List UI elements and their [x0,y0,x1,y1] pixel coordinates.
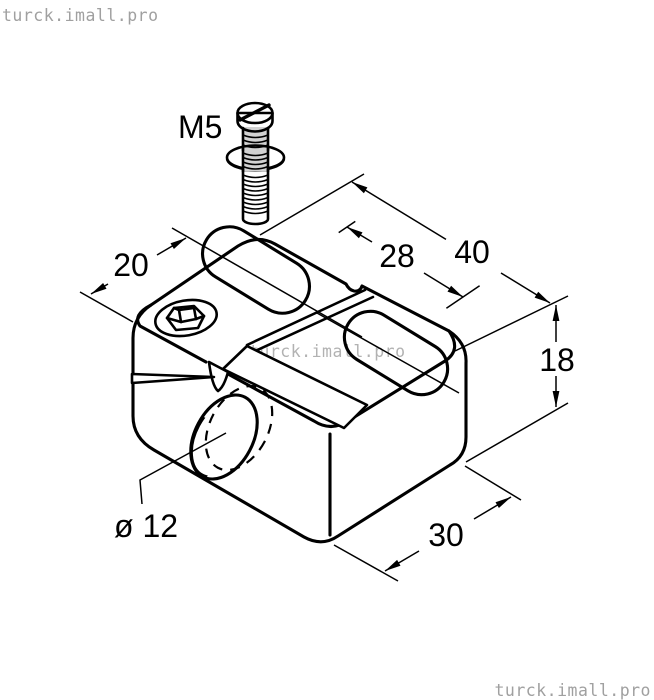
dim-30-label: 30 [428,517,464,553]
dim-40-label: 40 [454,234,490,270]
dimension-annotations: 20 28 40 18 [79,109,575,582]
dim-30-arrow-right [495,497,511,508]
dim-40-arrow-right [534,291,550,303]
dim-30: 30 [333,465,522,582]
dim-30-extension-top [464,465,522,501]
block-silhouette [131,237,468,544]
watermarks: turck.imall.pro turck.imall.pro turck.im… [2,6,651,700]
step-edge-lower [251,295,375,354]
screw-shaft-lower [241,168,270,226]
bore-hole [189,393,259,481]
dim-18-arrow-top [552,305,560,321]
dim-20-arrow-left [91,283,107,294]
dim-20-extension [79,291,134,323]
slot-right-centerline [316,312,460,394]
screw-slot [238,103,271,122]
dim-18-label: 18 [539,342,575,378]
clamp-gap-slot [221,344,369,430]
dim-40-arrow-left [352,182,368,194]
dim-40-extension-left [259,173,365,236]
clamp-gap-wedge [130,372,216,385]
clamp-block [130,225,468,544]
dim-18: 18 [465,305,575,463]
clamp-gap-notch [207,360,230,393]
dim-28-arrow-left [347,227,363,239]
step-edge-upper [245,288,367,347]
watermark-center: turck.imall.pro [249,342,406,361]
dim-28: 28 [338,220,481,309]
m5-screw [225,101,286,226]
slot-left [201,225,311,315]
watermark-top-left: turck.imall.pro [2,6,159,25]
bore-hidden-edge [204,384,274,472]
screw-thread-label: M5 [178,109,222,145]
screw-head-top [236,101,274,125]
slot-left-centerline [171,227,363,338]
dim-28-arrow-right [447,285,463,297]
dim-bore-leader [139,432,227,505]
dim-20-label: 20 [113,247,149,283]
dim-bore: ø 12 [114,432,227,544]
dim-30-arrow-left [385,559,401,571]
dim-20-arrow-right [170,238,186,249]
bore-inner-edge [190,401,232,478]
dim-20: 20 [79,237,187,323]
dim-bore-label: ø 12 [114,508,178,544]
dim-18-arrow-bottom [552,391,560,407]
dim-40: 40 [259,173,569,352]
watermark-bottom-right: turck.imall.pro [494,681,651,700]
screw-head-side [236,111,274,133]
slot-right [342,309,450,397]
dim-18-extension-bottom [465,402,569,463]
hex-socket [154,298,218,338]
dim-40-18-shared-extension [454,295,569,352]
dim-30-extension-bottom [333,544,399,582]
dim-28-label: 28 [379,238,415,274]
